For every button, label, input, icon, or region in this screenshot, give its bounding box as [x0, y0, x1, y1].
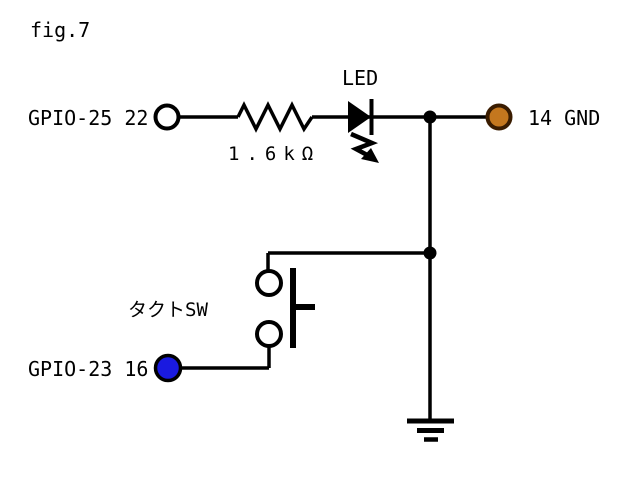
- led-emission-arrow-icon: [350, 131, 379, 163]
- terminal-gpio23: [153, 353, 183, 383]
- resistor-symbol: [236, 101, 314, 133]
- led-label: LED: [342, 66, 378, 90]
- switch-branch: タクトSW GPIO-23 16: [28, 251, 430, 383]
- pin-label-gpio23: GPIO-23 16: [28, 357, 148, 381]
- switch-actuator-stub: [296, 304, 315, 310]
- switch-label: タクトSW: [128, 299, 208, 321]
- top-branch: GPIO-25 22 1.6kΩ LED: [28, 66, 600, 165]
- switch-contact-bottom: [255, 320, 283, 348]
- pin-label-gnd: 14 GND: [528, 106, 600, 130]
- resistor-value-label: 1.6kΩ: [228, 143, 320, 165]
- terminal-gpio25: [153, 103, 181, 131]
- ground-symbol: [407, 418, 454, 442]
- switch-contact-top: [255, 269, 283, 297]
- ground-rail: [407, 117, 454, 442]
- led-triangle: [348, 101, 371, 133]
- terminal-gnd: [485, 103, 513, 131]
- tact-switch-symbol: [255, 268, 315, 348]
- led-symbol: [348, 99, 379, 163]
- switch-actuator-bar: [290, 268, 296, 348]
- pin-label-gpio25: GPIO-25 22: [28, 106, 148, 130]
- figure-caption: fig.7: [30, 18, 90, 42]
